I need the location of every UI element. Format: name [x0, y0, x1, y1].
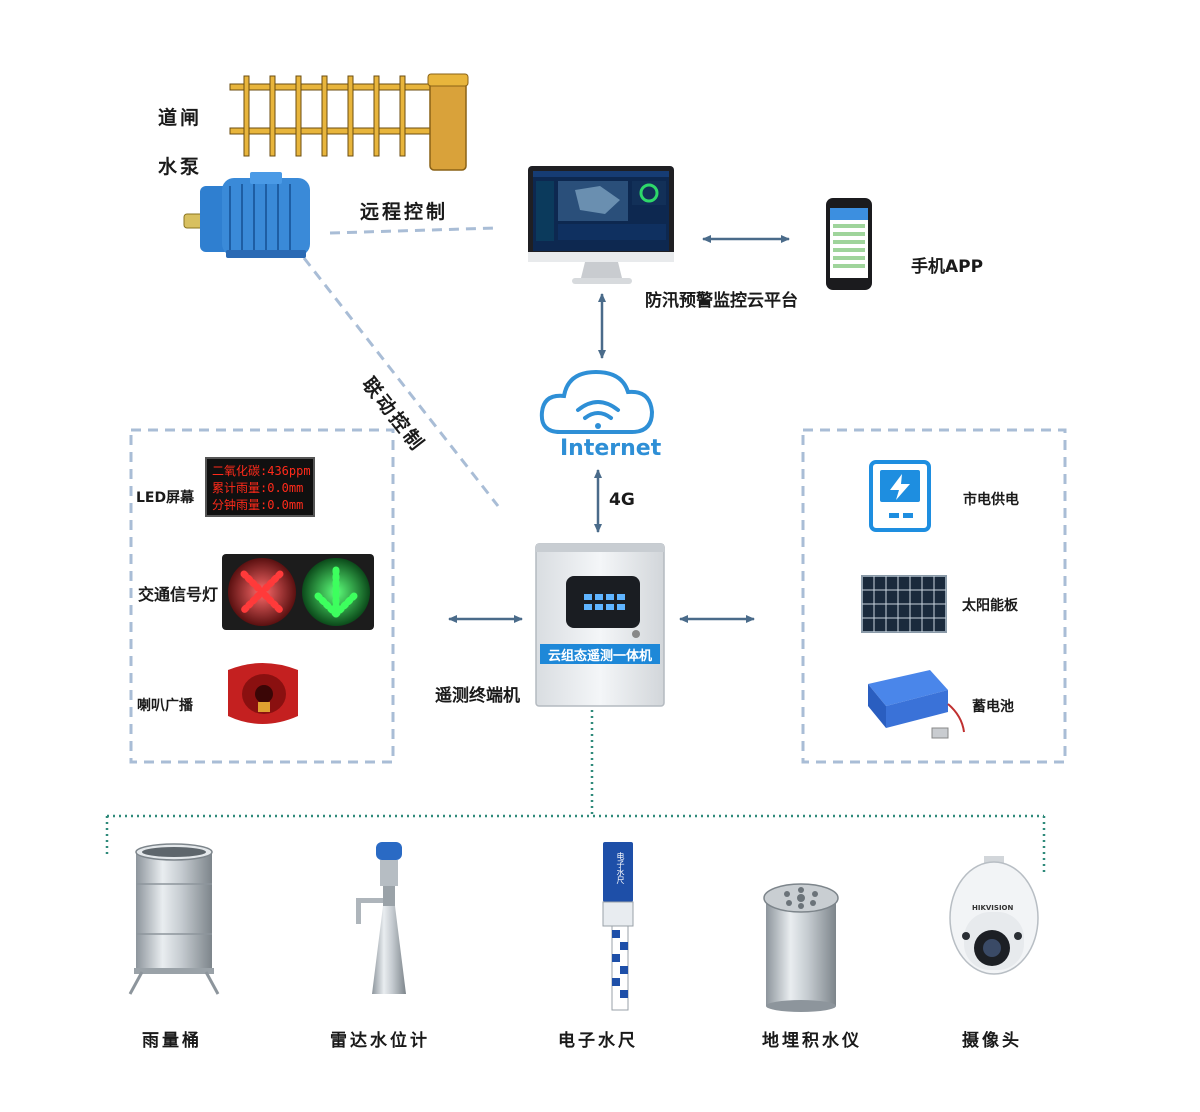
remote-control-label: 远程控制	[360, 201, 449, 223]
electronic-staff-image	[602, 842, 634, 1011]
rain-gauge-image	[128, 843, 220, 995]
remote-control-line	[329, 226, 498, 235]
mobile-app-label: 手机APP	[911, 257, 984, 277]
buried-water-label: 地埋积水仪	[762, 1031, 862, 1051]
battery-label: 蓄电池	[972, 699, 1014, 715]
linkage-control-line	[302, 257, 500, 507]
telemetry-terminal-image	[535, 543, 665, 707]
platform-label: 防汛预警监控云平台	[645, 291, 798, 311]
staff-screen-text: 电子水尺	[616, 852, 625, 884]
led-line-1: 二氧化碳:436ppm	[212, 464, 311, 478]
mains-power-icon	[869, 460, 931, 532]
buried-water-sensor-image	[763, 883, 839, 1012]
battery-image	[868, 670, 965, 739]
power-supply-panel	[801, 428, 1067, 764]
mains-power-label: 市电供电	[963, 492, 1019, 508]
water-pump-image	[183, 172, 310, 258]
barrier-gate-image	[229, 73, 469, 171]
cloud-icon	[539, 369, 655, 434]
sensor-bus	[105, 704, 1046, 874]
led-line-3: 分钟雨量:0.0mm	[212, 498, 304, 512]
traffic-light-label: 交通信号灯	[138, 585, 219, 604]
pump-label: 水泵	[158, 156, 203, 178]
camera-image	[949, 856, 1039, 975]
terminal-caption: 遥测终端机	[435, 686, 520, 706]
monitor-image	[528, 166, 674, 284]
rain-gauge-label: 雨量桶	[142, 1031, 202, 1051]
internet-label: Internet	[560, 436, 662, 461]
led-line-2: 累计雨量:0.0mm	[212, 481, 304, 495]
terminal-device-text: 云组态遥测一体机	[547, 649, 652, 664]
traffic-light-image	[222, 554, 374, 630]
phone-image	[826, 198, 872, 290]
speaker-image	[228, 663, 298, 724]
electronic-staff-label: 电子水尺	[558, 1031, 638, 1051]
solar-panel-image	[861, 575, 947, 633]
output-devices-panel	[129, 428, 395, 764]
wifi-icon	[576, 400, 620, 420]
solar-panel-label: 太阳能板	[962, 598, 1018, 614]
led-screen-label: LED屏幕	[136, 490, 195, 506]
gate-label: 道闸	[158, 107, 203, 129]
camera-brand: HIKVISION	[972, 904, 1014, 912]
radar-level-label: 雷达水位计	[330, 1031, 430, 1051]
radar-level-image	[356, 842, 406, 994]
camera-label: 摄像头	[962, 1031, 1022, 1051]
led-screen-image	[205, 457, 315, 517]
4g-label: 4G	[609, 490, 635, 510]
speaker-label: 喇叭广播	[137, 698, 193, 714]
